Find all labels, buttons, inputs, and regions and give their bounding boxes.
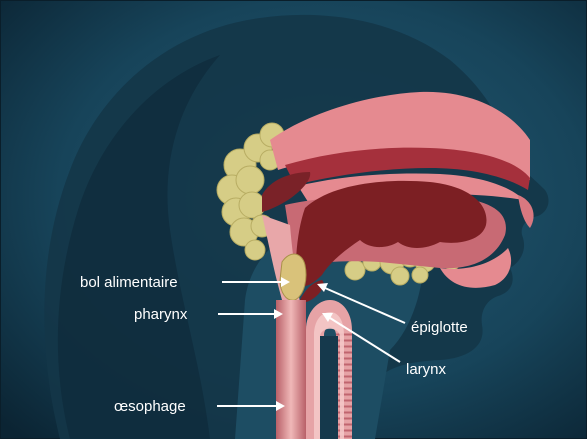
label-larynx-text: larynx (406, 361, 447, 378)
food-bolus (280, 254, 306, 300)
label-esophagus-text: œsophage (114, 398, 186, 415)
esophagus-tube (276, 300, 306, 439)
label-pharynx-text: pharynx (134, 306, 188, 323)
larynx-lumen (320, 336, 338, 439)
label-epiglottis-text: épiglotte (411, 319, 468, 336)
label-bolus-text: bol alimentaire (80, 274, 178, 291)
